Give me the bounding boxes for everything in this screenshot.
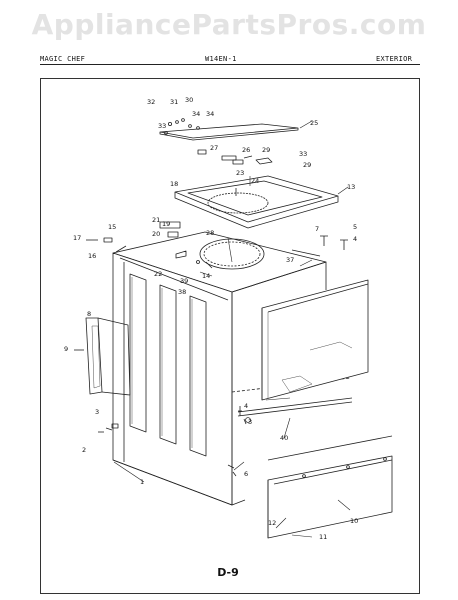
callout-32: 32 xyxy=(147,98,155,106)
header-rule xyxy=(40,64,420,65)
front-upper-panel xyxy=(261,279,369,401)
diagram-frame xyxy=(40,78,420,594)
callout-6: 6 xyxy=(244,470,248,478)
callout-26: 26 xyxy=(242,146,250,154)
callout-13: 13 xyxy=(347,183,355,191)
top-frame xyxy=(174,175,339,229)
callout-29: 29 xyxy=(262,146,270,154)
callout-20: 20 xyxy=(152,230,160,238)
callout-25: 25 xyxy=(310,119,318,127)
callout-11: 11 xyxy=(319,533,327,541)
callout-5: 5 xyxy=(353,223,357,231)
callout-24: 24 xyxy=(251,177,259,185)
top-cover-panel xyxy=(159,123,299,141)
deck-hardware xyxy=(159,221,213,269)
callout-19: 19 xyxy=(162,220,170,228)
callout-1: 1 xyxy=(140,478,144,486)
callout-12: 12 xyxy=(268,519,276,527)
callout-29: 29 xyxy=(303,161,311,169)
header-model: W14EN-1 xyxy=(205,55,237,63)
callout-38: 38 xyxy=(178,288,186,296)
front-brace-rail xyxy=(231,377,353,417)
header-brand: MAGIC CHEF xyxy=(40,55,86,63)
callout-30: 30 xyxy=(185,96,193,104)
callout-39: 39 xyxy=(180,277,188,285)
lower-kick-panel xyxy=(267,435,393,539)
callout-10: 10 xyxy=(350,517,358,525)
rear-access-panel xyxy=(85,317,131,396)
callout-15: 15 xyxy=(108,223,116,231)
callout-4: 4 xyxy=(244,402,248,410)
callout-3: 3 xyxy=(248,418,252,426)
callout-23: 23 xyxy=(236,169,244,177)
callout-8: 8 xyxy=(87,310,91,318)
side-screws xyxy=(232,235,348,477)
callout-17: 17 xyxy=(73,234,81,242)
callout-7: 7 xyxy=(315,225,319,233)
cabinet-body xyxy=(112,252,327,506)
callout-14: 14 xyxy=(202,272,210,280)
leader-lines xyxy=(113,120,351,538)
callout-27: 27 xyxy=(210,144,218,152)
callout-34: 34 xyxy=(192,110,200,118)
callout-33: 33 xyxy=(299,150,307,158)
header-section: EXTERIOR xyxy=(376,55,413,63)
cover-hardware xyxy=(164,118,273,165)
callout-21: 21 xyxy=(152,216,160,224)
page-code: D-9 xyxy=(217,566,239,579)
callout-34: 34 xyxy=(206,110,214,118)
callout-40: 40 xyxy=(280,434,288,442)
callout-22: 22 xyxy=(154,270,162,278)
callout-16: 16 xyxy=(88,252,96,260)
callout-31: 31 xyxy=(170,98,178,106)
callout-2: 2 xyxy=(82,446,86,454)
callout-28: 28 xyxy=(206,229,214,237)
callout-37: 37 xyxy=(286,256,294,264)
left-hardware xyxy=(74,237,127,433)
callout-18: 18 xyxy=(170,180,178,188)
callout-4: 4 xyxy=(353,235,357,243)
callout-33: 33 xyxy=(158,122,166,130)
callout-9: 9 xyxy=(64,345,68,353)
callout-3: 3 xyxy=(95,408,99,416)
